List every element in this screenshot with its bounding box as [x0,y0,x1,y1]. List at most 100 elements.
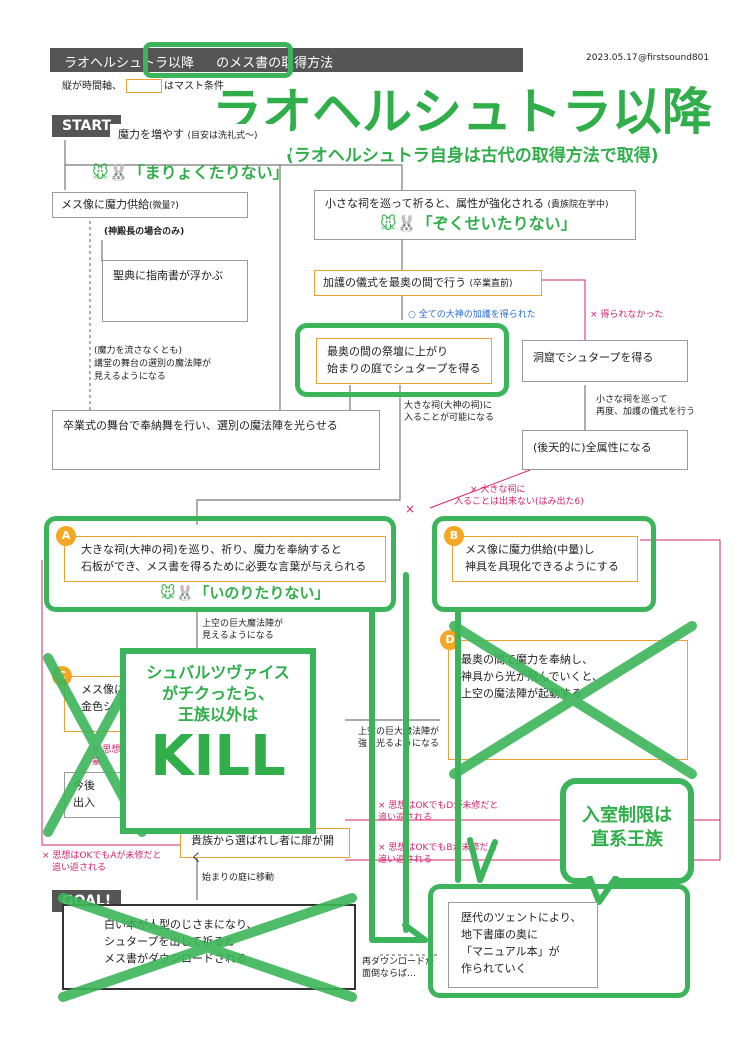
label-redownload-1: 再ダウンロードが [362,957,435,967]
label-thought-a-1: × 思想はOKでもAが未修だと [42,851,162,861]
start-label: START [52,115,122,137]
label-all-gods: ○ 全ての大神の加護を得られた [408,310,536,320]
node-increase-mana: 魔力を増やす (目安は洗礼式～) [110,124,290,154]
bubble-line1: 入室制限は [582,805,672,826]
node-statue-supply-note: (微量?) [149,201,179,211]
node-archive: 歴代のツェントにより、 地下書庫の奥に 「マニュアル本」が 作られていく [448,902,598,988]
sticker-prayer-text: 「いのりたりない」 [194,584,330,602]
node-archive-line2: 地下書庫の奥に [461,928,538,941]
label-no-mana-3: 見えるようになる [94,372,166,382]
node-graduation: 卒業式の舞台で奉納舞を行い、選別の魔法陣を光らせる [52,410,380,470]
cross-goal [58,893,357,1002]
cross-d [449,621,697,779]
header-bar [50,48,523,72]
node-c-lower-line2: 出入 [73,796,95,809]
header-title: ラオヘルシュトラ以降 のメス書の取得方法 [60,52,333,71]
big-title: ラオヘルシュトラ以降 [212,83,712,141]
node-archive-line1: 歴代のツェントにより、 [461,911,582,924]
node-ritual: 加護の儀式を最奥の間で行う (卒業直前) [314,270,542,296]
node-a: 大きな祠(大神の祠)を巡り、祈り、魔力を奉納すると 石板ができ、メス書を得るため… [64,536,386,582]
node-statue-supply-text: メス像に魔力供給 [61,198,149,211]
kill-line2: がチクったら、 [161,684,274,703]
sticker-attribute: 🐭🐰「ぞくせいたりない」 [380,214,577,233]
big-subtitle: (ラオヘルシュトラ自身は古代の取得方法で取得) [286,146,659,166]
node-cave: 洞窟でシュタープを得る [522,340,688,382]
label-redo-2: 再度、加護の儀式を行う [596,407,696,417]
node-statue-supply: メス像に魔力供給(微量?) [52,192,248,218]
node-ritual-note: (卒業直前) [469,279,513,289]
sticker-attribute-text: 「ぞくせいたりない」 [416,214,577,233]
label-failed: × 得られなかった [590,310,664,320]
kill-line1: シュバルツヴァイス [146,663,290,682]
cannot-x-mark: × [405,502,416,516]
node-ritual-text: 加護の儀式を最奥の間で行う [323,276,466,289]
label-big-shrine-ok-1: 大きな祠(大神の祠)に [404,401,493,411]
highlight-archive [428,884,690,998]
label-no-mana-2: 講堂の舞台の選別の魔法陣が [94,359,212,369]
node-scripture-text: 聖典に指南書が浮かぶ [113,269,223,282]
circle-b: B [444,526,464,546]
legend-left: 縦が時間軸、 [62,81,122,92]
label-sky-1: 上空の巨大魔法陣が [202,619,284,629]
kill-sign: シュバルツヴァイス がチクったら、 王族以外は KILL [120,648,316,834]
node-increase-mana-text: 魔力を増やす [118,128,184,141]
sticker-mana: 🐭🐰「まりょくたりない」 [92,163,289,182]
node-small-shrines-note: (貴族院在学中) [547,200,609,210]
kill-line4: KILL [150,724,286,789]
header-title-highlight: ラオヘルシュトラ以降 [64,56,195,71]
node-a-line1: 大きな祠(大神の祠)を巡り、祈り、魔力を奉納すると [81,543,342,556]
legend-right: はマスト条件 [164,81,224,92]
label-sky-2: 見えるようになる [202,631,274,641]
header-title-rest: のメス書の取得方法 [216,56,334,71]
label-cannot-2: 入ることは出来ない(はみ出た6) [454,497,584,507]
header-handle: @firstsound801 [638,53,710,63]
label-thought-d-1: × 思想はOKでもDが未修だと [378,801,499,811]
label-redo-1: 小さな祠を巡って [596,395,668,405]
label-no-mana-1: (魔力を流さなくとも) [94,346,183,356]
label-garden: 始まりの庭に移動 [202,873,275,883]
label-cannot-1: × 大きな祠に [470,485,526,495]
node-c-line1: メス像に [81,683,125,696]
label-big-shrine-ok-2: 入ることが可能になる [404,413,495,423]
node-archive-line4: 作られていく [461,962,527,975]
node-b: メス像に魔力供給(中量)し 神具を具現化できるようにする [452,536,638,582]
node-a-line2: 石板ができ、メス書を得るために必要な言葉が与えられる [81,560,367,573]
node-altar-line1: 最奥の間の祭壇に上がり [327,345,448,358]
node-graduation-text: 卒業式の舞台で奉納舞を行い、選別の魔法陣を光らせる [63,419,338,432]
node-door-opens-text: 貴族から選ばれし者に扉が開く [191,834,334,864]
label-priest-only: (神殿長の場合のみ) [104,227,185,237]
node-c-line2: 金色シ [81,700,114,713]
label-sky-glow-1: 上空の巨大魔法陣が [358,727,440,737]
label-pink-small-2: 暴 [92,757,102,767]
highlight-altar [295,323,509,397]
label-redownload-2: 面倒ならば… [362,969,417,979]
sticker-mana-text: 「まりょくたりない」 [128,163,289,182]
node-scripture: 聖典に指南書が浮かぶ [102,260,248,322]
label-thought-a-2: 追い返される [52,863,107,873]
label-sky-glow-2: 強く光るようになる [358,739,440,749]
bubble-line2: 直系王族 [591,829,663,850]
speech-bubble: 入室制限は 直系王族 [560,778,694,884]
label-thought-b-1: × 思想はOKでもBが未修だと [378,843,498,853]
node-increase-mana-note: (目安は洗礼式～) [187,131,258,141]
node-altar: 最奥の間の祭壇に上がり 始まりの庭でシュタープを得る [316,338,492,384]
node-cave-text: 洞窟でシュタープを得る [533,351,654,364]
node-small-shrines-text: 小さな祠を巡って祈ると、属性が強化される [325,197,545,210]
node-all-attribute-text: (後天的に)全属性になる [533,441,652,454]
node-b-line2: 神具を具現化できるようにする [465,560,619,573]
highlight-a [44,516,396,612]
node-small-shrines: 小さな祠を巡って祈ると、属性が強化される (貴族院在学中) [314,190,636,240]
sticker-prayer: 🐭🐰「いのりたりない」 [160,584,330,602]
header-date: 2023.05.17 [586,53,638,63]
header-highlight-frame [143,42,293,78]
circle-a: A [56,526,76,546]
highlight-b [432,516,656,612]
kill-line3: 王族以外は [177,705,258,724]
node-altar-line2: 始まりの庭でシュタープを得る [327,362,481,375]
node-all-attribute: (後天的に)全属性になる [522,430,688,470]
label-pink-small-1: × 思想 [92,745,121,755]
node-archive-line3: 「マニュアル本」が [461,945,560,958]
node-b-line1: メス像に魔力供給(中量)し [465,543,595,556]
